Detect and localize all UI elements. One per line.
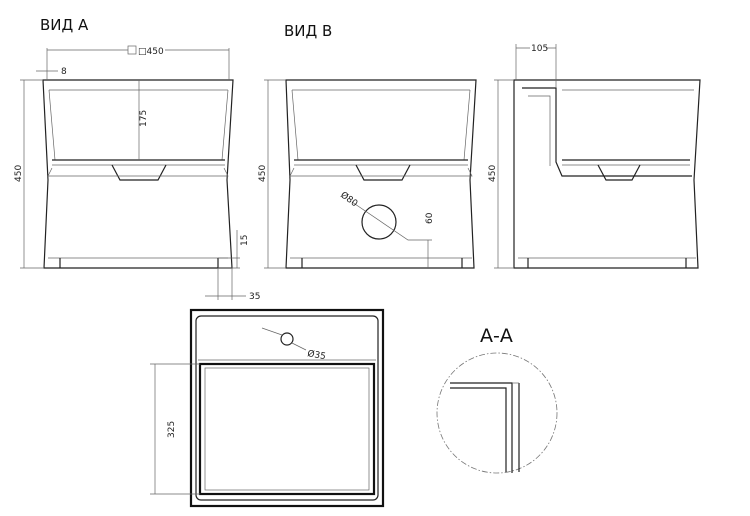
dim-width-450: □450 — [138, 47, 164, 57]
dim-offset-35: 35 — [249, 292, 260, 302]
drain-hole — [361, 204, 397, 240]
dim-depth-325: 325 — [167, 421, 177, 438]
dim-offset-8: 8 — [61, 67, 67, 77]
section-aa-title: А-А — [480, 325, 513, 347]
section-aa-detail — [436, 352, 558, 474]
view-b-dimensions: 450 Ø80 60 — [258, 79, 435, 269]
dim-height-450-side: 450 — [488, 165, 498, 182]
dim-height-15: 15 — [240, 235, 250, 246]
side-view-dimensions: 105 450 — [488, 44, 557, 269]
dim-diameter-80: Ø80 — [338, 190, 360, 210]
dim-offset-60: 60 — [425, 212, 435, 224]
top-view-drawing — [189, 308, 385, 508]
side-view-drawing — [513, 79, 701, 269]
dim-diameter-35: Ø35 — [306, 348, 326, 362]
view-a-drawing — [42, 79, 234, 269]
view-a-title: ВИД А — [40, 16, 89, 34]
dim-depth-175: 175 — [139, 110, 149, 127]
view-b-drawing — [285, 79, 477, 269]
tap-hole — [280, 332, 294, 346]
view-a-dimensions: □450 8 450 175 15 35 — [14, 45, 260, 302]
view-b-title: ВИД В — [284, 22, 332, 40]
dim-side-105: 105 — [531, 44, 548, 54]
dim-height-450-a: 450 — [14, 165, 24, 182]
top-view-dimensions: Ø35 325 — [150, 327, 327, 495]
dim-height-450-b: 450 — [258, 165, 268, 182]
